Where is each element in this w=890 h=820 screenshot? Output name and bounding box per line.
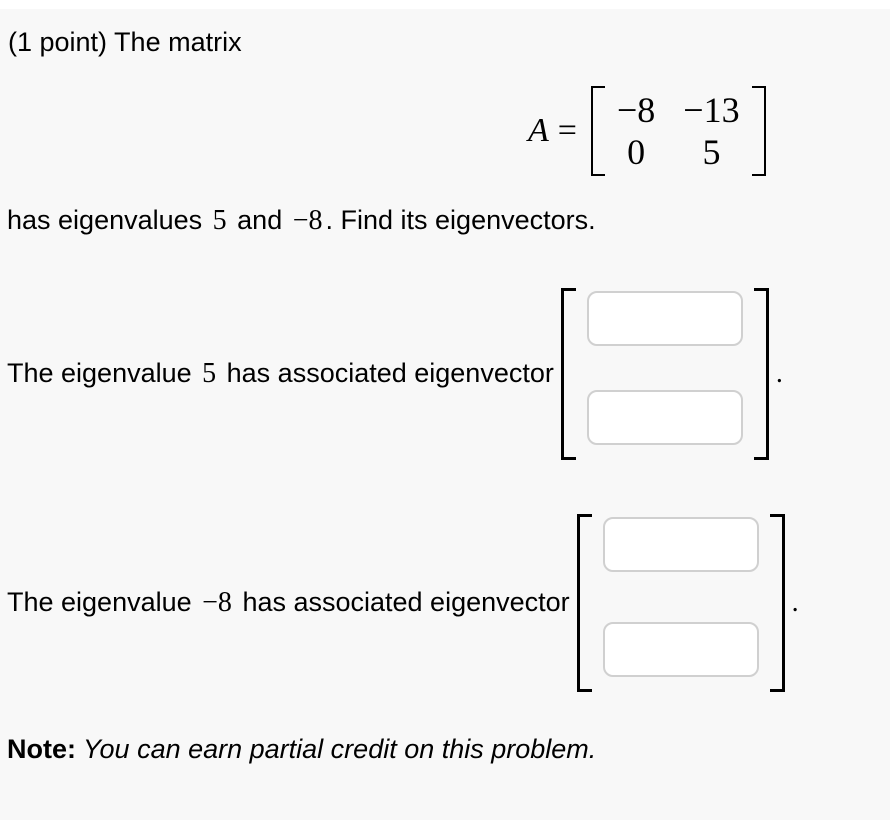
eigenvalues-line: has eigenvalues 5 and −8. Find its eigen… (7, 204, 596, 237)
eigenvalue-neg8: −8 (202, 587, 232, 618)
eigenvector2-component2-input[interactable] (602, 622, 759, 677)
vector1-period: . (775, 358, 783, 389)
eigenvector-row-neg8-label: The eigenvalue −8 has associated eigenve… (7, 587, 570, 619)
top-strip (0, 0, 890, 9)
eigenvalue-second: −8 (292, 205, 323, 236)
vector1-right-bracket (753, 288, 769, 460)
matrix-left-bracket (590, 86, 605, 176)
matrix-cell-r2c2: 5 (702, 132, 721, 172)
eigenline-mid: and (229, 205, 290, 235)
matrix-cells: −8 −13 0 5 (605, 86, 752, 176)
label-post: has associated eigenvector (219, 358, 554, 388)
equals-sign: = (557, 112, 577, 149)
vector2-period: . (791, 587, 799, 618)
note-text: You can earn partial credit on this prob… (76, 734, 597, 764)
eigenvector1-component1-input[interactable] (586, 291, 743, 346)
eigenvector-row-neg8: The eigenvalue −8 has associated eigenve… (7, 514, 799, 692)
vector2-inputs (592, 514, 770, 692)
label-pre: The eigenvalue (7, 587, 200, 617)
label-pre: The eigenvalue (7, 358, 200, 388)
note-label: Note: (7, 734, 76, 764)
eigenline-pre: has eigenvalues (7, 205, 210, 235)
eigenline-post: . Find its eigenvectors. (325, 205, 596, 235)
matrix-cell-r1c2: −13 (683, 90, 740, 130)
matrix-right-bracket (751, 86, 766, 176)
vector2-left-bracket (576, 514, 592, 692)
label-post: has associated eigenvector (234, 587, 570, 617)
matrix-variable: A (528, 112, 549, 149)
problem-intro: (1 point) The matrix (8, 27, 242, 57)
vector1-inputs (576, 288, 754, 460)
eigenvector-row-5-label: The eigenvalue 5 has associated eigenvec… (7, 358, 554, 390)
matrix-cell-r1c1: −8 (616, 90, 656, 130)
matrix-cell-r2c1: 0 (627, 132, 646, 172)
matrix-equation: A = −8 −13 0 5 (528, 86, 766, 176)
eigenvector2-component1-input[interactable] (602, 517, 759, 572)
eigenvalue-first: 5 (212, 205, 227, 236)
eigenvector1-component2-input[interactable] (586, 390, 743, 445)
note-line: Note: You can earn partial credit on thi… (7, 733, 596, 765)
eigenvalue-5: 5 (202, 358, 217, 389)
eigenvector-row-5: The eigenvalue 5 has associated eigenvec… (7, 288, 783, 460)
vector2-right-bracket (769, 514, 785, 692)
vector1-left-bracket (560, 288, 576, 460)
